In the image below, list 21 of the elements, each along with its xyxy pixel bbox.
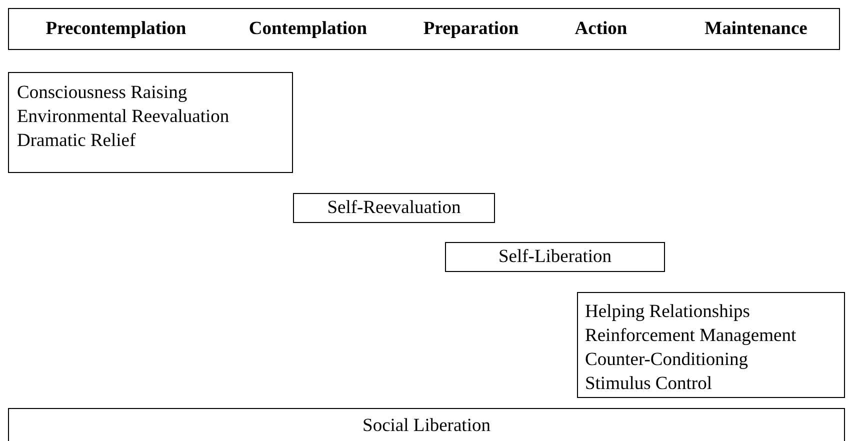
process-box [8, 408, 845, 441]
process-label: Helping Relationships [585, 301, 750, 324]
process-label: Reinforcement Management [585, 325, 796, 348]
process-label: Environmental Reevaluation [17, 106, 230, 129]
process-label: Dramatic Relief [17, 130, 136, 153]
stage-header-bar [8, 8, 840, 50]
stage-heading: Precontemplation [46, 18, 186, 41]
process-label: Consciousness Raising [17, 82, 188, 105]
process-box [445, 242, 665, 272]
process-label: Stimulus Control [585, 373, 712, 396]
stage-heading: Contemplation [248, 18, 368, 41]
process-label: Counter-Conditioning [585, 349, 748, 372]
process-box [577, 292, 845, 398]
stage-heading: Maintenance [704, 18, 808, 41]
process-box [8, 72, 293, 173]
process-box [293, 193, 495, 223]
stage-heading: Action [574, 18, 628, 41]
process-label: Self-Liberation [498, 246, 612, 269]
stage-heading: Preparation [423, 18, 519, 41]
process-label: Social Liberation [362, 415, 490, 438]
process-label: Self-Reevaluation [327, 197, 461, 220]
